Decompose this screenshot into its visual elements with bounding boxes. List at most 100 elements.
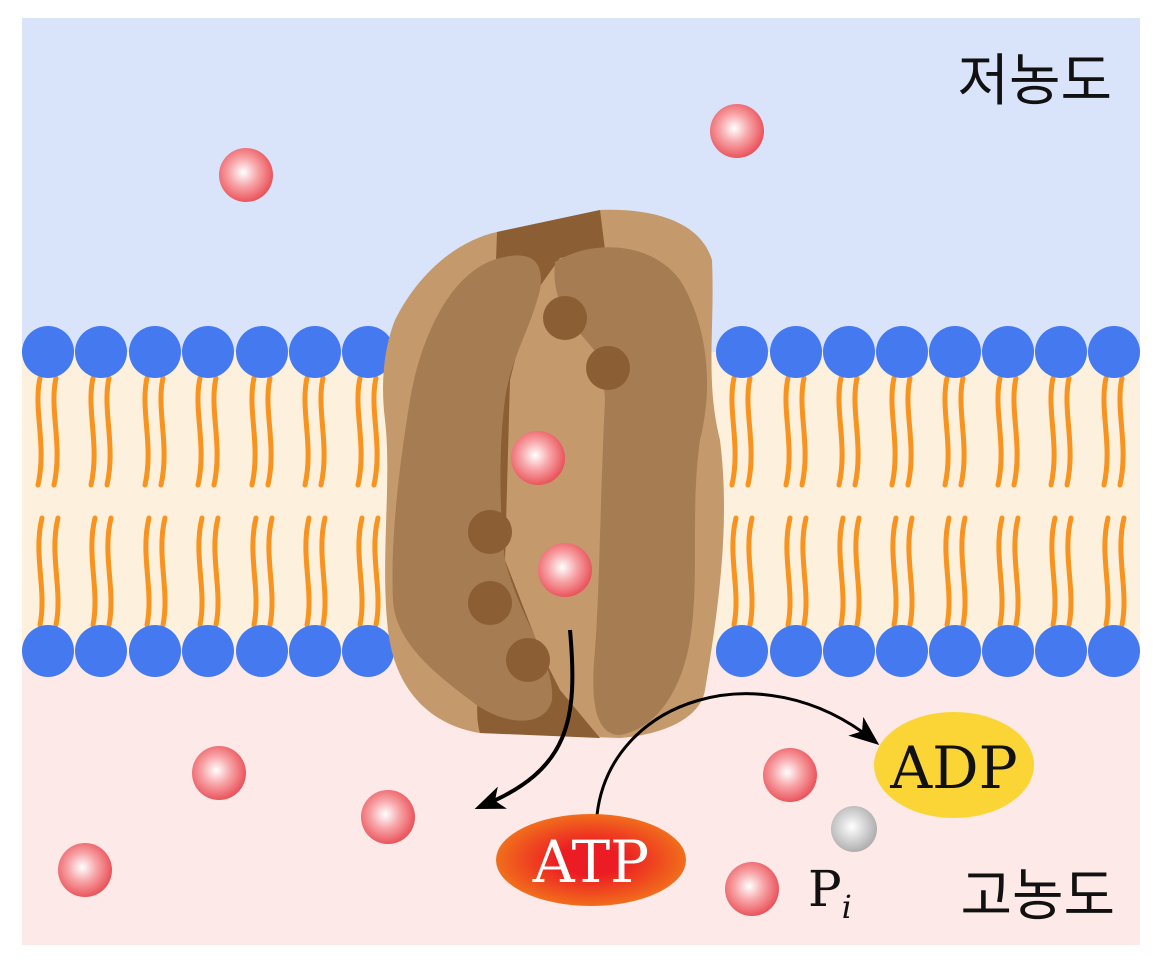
lipid-tail xyxy=(1101,375,1110,488)
lipid-head xyxy=(770,625,822,677)
lipid-tail xyxy=(906,515,915,628)
sodium-ion xyxy=(710,104,764,158)
lipid-head xyxy=(876,625,928,677)
lipid-head xyxy=(129,326,181,378)
lipid-tail xyxy=(1065,515,1074,628)
lipid-tail xyxy=(1049,515,1058,628)
lipid-tail xyxy=(1064,375,1073,488)
lipid-tail xyxy=(1011,375,1020,488)
sodium-ion xyxy=(763,748,817,802)
adp-label: ADP xyxy=(889,734,1017,802)
phosphate-ball xyxy=(831,806,877,852)
lipid-tail xyxy=(942,375,951,488)
lipid-tail xyxy=(302,375,311,488)
lipid-tail xyxy=(1102,515,1111,628)
lipid-head xyxy=(75,625,127,677)
lipid-tails xyxy=(35,375,1127,628)
binding-site xyxy=(468,581,512,625)
phosphate-label: Pi xyxy=(808,860,852,926)
lipid-tail xyxy=(211,375,220,488)
lipid-tail xyxy=(958,375,967,488)
lipid-head xyxy=(876,326,928,378)
lipid-tail xyxy=(35,375,44,488)
lipid-tail xyxy=(159,515,168,628)
lipid-tail xyxy=(996,515,1005,628)
sodium-ion xyxy=(725,862,779,916)
lipid-head xyxy=(289,326,341,378)
lipid-head xyxy=(342,326,394,378)
lipid-tail xyxy=(356,515,365,628)
lipid-head xyxy=(342,625,394,677)
lipid-head xyxy=(982,326,1034,378)
lipid-head xyxy=(929,625,981,677)
lipid-tail xyxy=(142,375,151,488)
lipid-tail xyxy=(319,515,328,628)
binding-site xyxy=(468,510,512,554)
lipid-tail xyxy=(196,515,205,628)
sodium-ions xyxy=(58,104,817,916)
lipid-tail xyxy=(905,375,914,488)
sodium-ion xyxy=(511,431,565,485)
sodium-ion xyxy=(361,790,415,844)
lipid-tail xyxy=(889,375,898,488)
lipid-tail xyxy=(836,375,845,488)
atp-hydrolysis-arrow xyxy=(595,692,880,816)
lipid-head xyxy=(823,326,875,378)
lipid-head xyxy=(716,326,768,378)
lipid-tail xyxy=(799,375,808,488)
lipid-head xyxy=(1088,326,1140,378)
lipid-tail xyxy=(943,515,952,628)
binding-site xyxy=(543,296,587,340)
lipid-tail xyxy=(212,515,221,628)
lipid-tail xyxy=(36,515,45,628)
lipid-tail xyxy=(195,375,204,488)
lipid-head xyxy=(716,625,768,677)
lipid-head xyxy=(929,326,981,378)
lipid-head xyxy=(182,326,234,378)
lipid-tail xyxy=(959,515,968,628)
lipid-tail xyxy=(355,375,364,488)
ion-release-arrow xyxy=(474,629,575,810)
binding-site xyxy=(586,346,630,390)
lipid-tail xyxy=(784,515,793,628)
lipid-tail xyxy=(52,515,61,628)
lipid-tail xyxy=(318,375,327,488)
adp-molecule: ADP xyxy=(874,712,1034,818)
lipid-head xyxy=(129,625,181,677)
lipid-head xyxy=(1035,625,1087,677)
atp-label: ATP xyxy=(532,828,649,896)
lipid-tail xyxy=(853,515,862,628)
lipid-head xyxy=(236,326,288,378)
lipid-tail xyxy=(104,375,113,488)
lipid-tail xyxy=(265,375,274,488)
lipid-tail xyxy=(105,515,114,628)
lipid-tail xyxy=(1117,375,1126,488)
binding-site xyxy=(506,638,550,682)
lipid-tail xyxy=(51,375,60,488)
lipid-head xyxy=(236,625,288,677)
lipid-tail xyxy=(303,515,312,628)
lipid-tail xyxy=(852,375,861,488)
lipid-head xyxy=(1088,625,1140,677)
lipid-tail xyxy=(250,515,259,628)
lipid-head xyxy=(22,625,74,677)
sodium-ion xyxy=(192,746,246,800)
lipid-tail xyxy=(783,375,792,488)
lipid-tail xyxy=(371,375,380,488)
lipid-head xyxy=(75,326,127,378)
lipid-tail xyxy=(890,515,899,628)
lipid-head xyxy=(1035,326,1087,378)
lipid-head xyxy=(289,625,341,677)
lipid-tail xyxy=(89,515,98,628)
lipid-tail xyxy=(730,515,739,628)
sodium-ion xyxy=(219,148,273,202)
lipid-tail xyxy=(266,515,275,628)
lipid-tail xyxy=(88,375,97,488)
lipid-tail xyxy=(1012,515,1021,628)
lipid-tail xyxy=(1118,515,1127,628)
sodium-ion xyxy=(58,843,112,897)
lipid-heads xyxy=(22,326,1140,677)
lipid-tail xyxy=(837,515,846,628)
